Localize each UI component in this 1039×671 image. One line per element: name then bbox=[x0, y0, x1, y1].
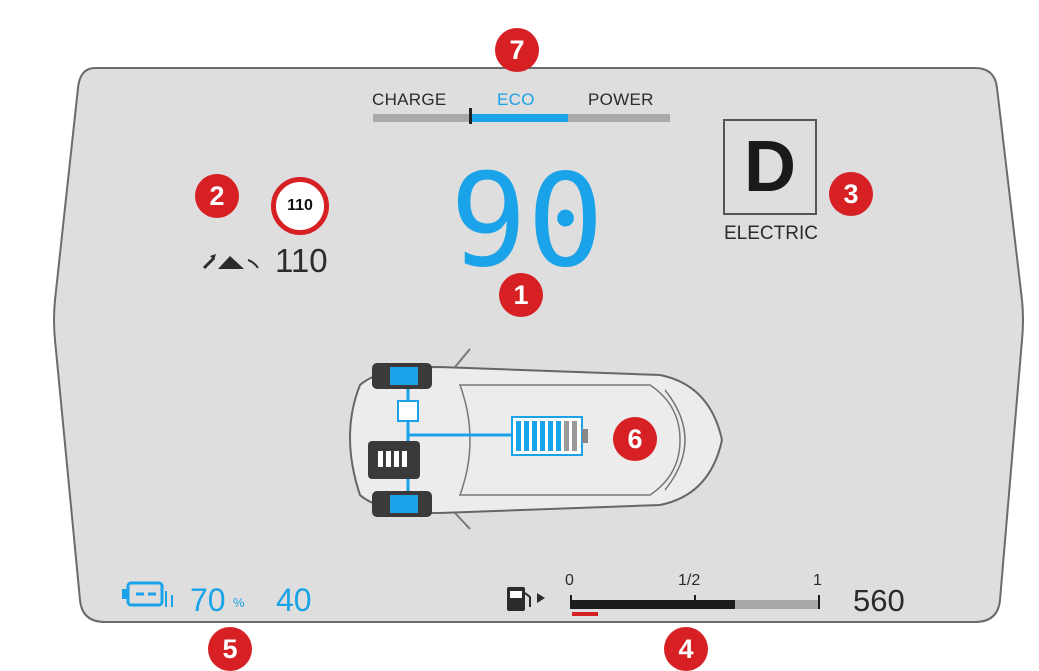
battery-percent-unit: % bbox=[233, 595, 245, 610]
callout-4: 4 bbox=[664, 627, 708, 671]
gear-indicator-box: D bbox=[723, 119, 817, 215]
callout-6: 6 bbox=[613, 417, 657, 461]
fuel-tick-full bbox=[818, 595, 820, 609]
mode-charge-label: CHARGE bbox=[372, 90, 447, 109]
callout-3: 3 bbox=[829, 172, 873, 216]
fuel-reserve-marker bbox=[572, 612, 598, 616]
mode-bar-indicator bbox=[469, 108, 472, 124]
speed-limit-sign: 110 bbox=[271, 177, 329, 235]
fuel-tick-half bbox=[694, 595, 696, 609]
callout-2: 2 bbox=[195, 174, 239, 218]
battery-charge-icon bbox=[122, 581, 173, 607]
callout-7: 7 bbox=[495, 28, 539, 72]
mode-power-label: POWER bbox=[588, 90, 654, 109]
car-energy-flow-diagram bbox=[349, 348, 724, 530]
callout-1: 1 bbox=[499, 273, 543, 317]
speed-display: 90 bbox=[450, 165, 604, 275]
fuel-scale-half: 1/2 bbox=[678, 572, 701, 589]
fuel-scale-full: 1 bbox=[813, 572, 822, 589]
mirror-left bbox=[454, 348, 471, 368]
mode-eco-label: ECO bbox=[497, 90, 535, 109]
fuel-scale-empty: 0 bbox=[565, 572, 574, 589]
electric-range-value: 40 bbox=[276, 582, 312, 618]
speed-limit-sign-value: 110 bbox=[287, 197, 313, 214]
speed-limiter-icon bbox=[202, 254, 259, 270]
battery-percent-value: 70 bbox=[190, 582, 226, 618]
fuel-range-value: 560 bbox=[853, 583, 905, 618]
traction-battery-icon bbox=[511, 416, 588, 456]
gear-letter: D bbox=[744, 127, 796, 207]
fuel-tick-0 bbox=[570, 595, 572, 609]
callout-5: 5 bbox=[208, 627, 252, 671]
mirror-right bbox=[454, 512, 471, 530]
fuel-pump-icon bbox=[507, 587, 545, 611]
electric-motor-icon bbox=[397, 400, 419, 422]
mode-bar-eco-segment bbox=[472, 114, 568, 122]
drive-mode-text: ELECTRIC bbox=[724, 223, 818, 244]
fuel-gauge-fill bbox=[570, 600, 735, 609]
speed-value: 90 bbox=[450, 165, 604, 275]
cruise-speed-value: 110 bbox=[275, 242, 328, 279]
